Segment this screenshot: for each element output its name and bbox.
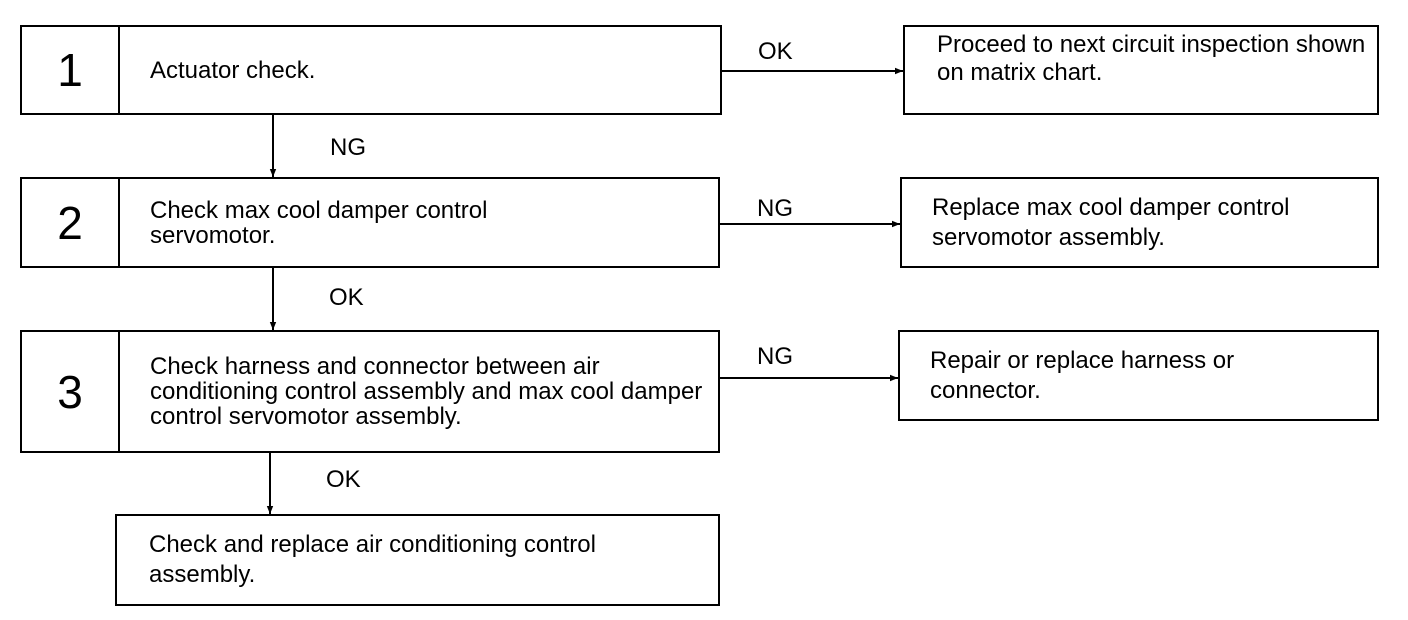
result-1-text: Proceed to next circuit inspection shown… xyxy=(937,31,1366,86)
result-1-box: Proceed to next circuit inspection shown… xyxy=(903,25,1379,115)
step-1-box: 1 Actuator check. xyxy=(20,25,722,115)
step-2-box: 2 Check max cool damper control servomot… xyxy=(20,177,720,268)
label-step1-ok: OK xyxy=(758,38,793,65)
step-1-text: Actuator check. xyxy=(150,56,316,84)
step-3-number: 3 xyxy=(22,332,120,451)
step-3-box: 3 Check harness and connector between ai… xyxy=(20,330,720,453)
step-2-text: Check max cool damper control servomotor… xyxy=(150,196,488,249)
label-step2-ok: OK xyxy=(329,284,364,311)
final-box: Check and replace air conditioning contr… xyxy=(115,514,720,606)
step-2-number: 2 xyxy=(22,179,120,266)
label-step1-ng: NG xyxy=(330,134,366,161)
final-text: Check and replace air conditioning contr… xyxy=(149,531,596,588)
label-step3-ng: NG xyxy=(757,343,793,370)
label-step2-ng: NG xyxy=(757,195,793,222)
result-2-box: Replace max cool damper control servomot… xyxy=(900,177,1379,268)
result-3-text: Repair or replace harness or connector. xyxy=(930,346,1235,404)
step-1-number: 1 xyxy=(22,27,120,113)
result-2-text: Replace max cool damper control servomot… xyxy=(932,193,1290,251)
label-step3-ok: OK xyxy=(326,466,361,493)
result-3-box: Repair or replace harness or connector. xyxy=(898,330,1379,421)
step-3-text: Check harness and connector between air … xyxy=(150,353,703,430)
